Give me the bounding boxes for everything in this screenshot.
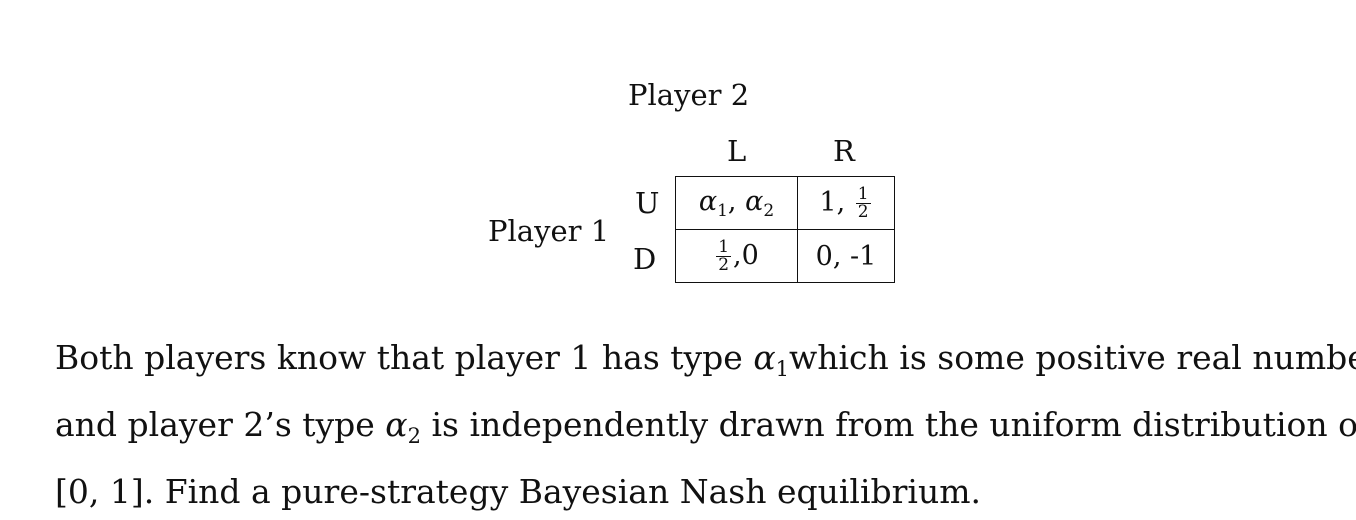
payoff-second-value: ,0: [733, 239, 759, 271]
column-label-L: L: [727, 134, 747, 168]
row-label-D: D: [633, 242, 657, 276]
row-label-U: U: [635, 186, 660, 220]
fraction-denominator: 2: [718, 254, 730, 275]
problem-line-1: Both players know that player 1 has type…: [55, 330, 1356, 397]
alpha-1-subscript: 1: [717, 200, 728, 221]
payoff-separator: ,: [727, 185, 746, 217]
alpha-1-symbol: α: [698, 185, 718, 217]
player-2-label: Player 2: [628, 78, 750, 112]
line-2-text-start: and player 2’s type: [55, 405, 386, 444]
payoff-cell-UL: α1, α2: [675, 176, 798, 230]
alpha-2-subscript: 2: [407, 424, 421, 448]
problem-line-3: [0, 1]. Find a pure-strategy Bayesian Na…: [55, 472, 981, 511]
problem-statement: Both players know that player 1 has type…: [55, 330, 1356, 519]
line-1-text-end: which is some positive real number,: [789, 338, 1356, 377]
column-label-R: R: [833, 134, 855, 168]
alpha-2-symbol: α: [385, 405, 408, 444]
problem-line-2: and player 2’s type α2 is independently …: [55, 397, 1356, 464]
alpha-1-subscript: 1: [775, 357, 789, 381]
alpha-2-subscript: 2: [763, 200, 775, 221]
payoff-first-value: 1,: [819, 186, 846, 218]
line-2-text-end: is independently drawn from the uniform …: [420, 405, 1356, 444]
alpha-2-symbol: α: [745, 185, 764, 217]
payoff-cell-DR: 0, -1: [797, 229, 895, 283]
line-1-text-start: Both players know that player 1 has type: [55, 338, 754, 377]
player-1-label: Player 1: [488, 214, 610, 248]
fraction-numerator: 1: [855, 183, 871, 204]
fraction-numerator: 1: [716, 236, 732, 257]
alpha-1-symbol: α: [753, 338, 776, 377]
fraction-denominator: 2: [857, 201, 869, 222]
